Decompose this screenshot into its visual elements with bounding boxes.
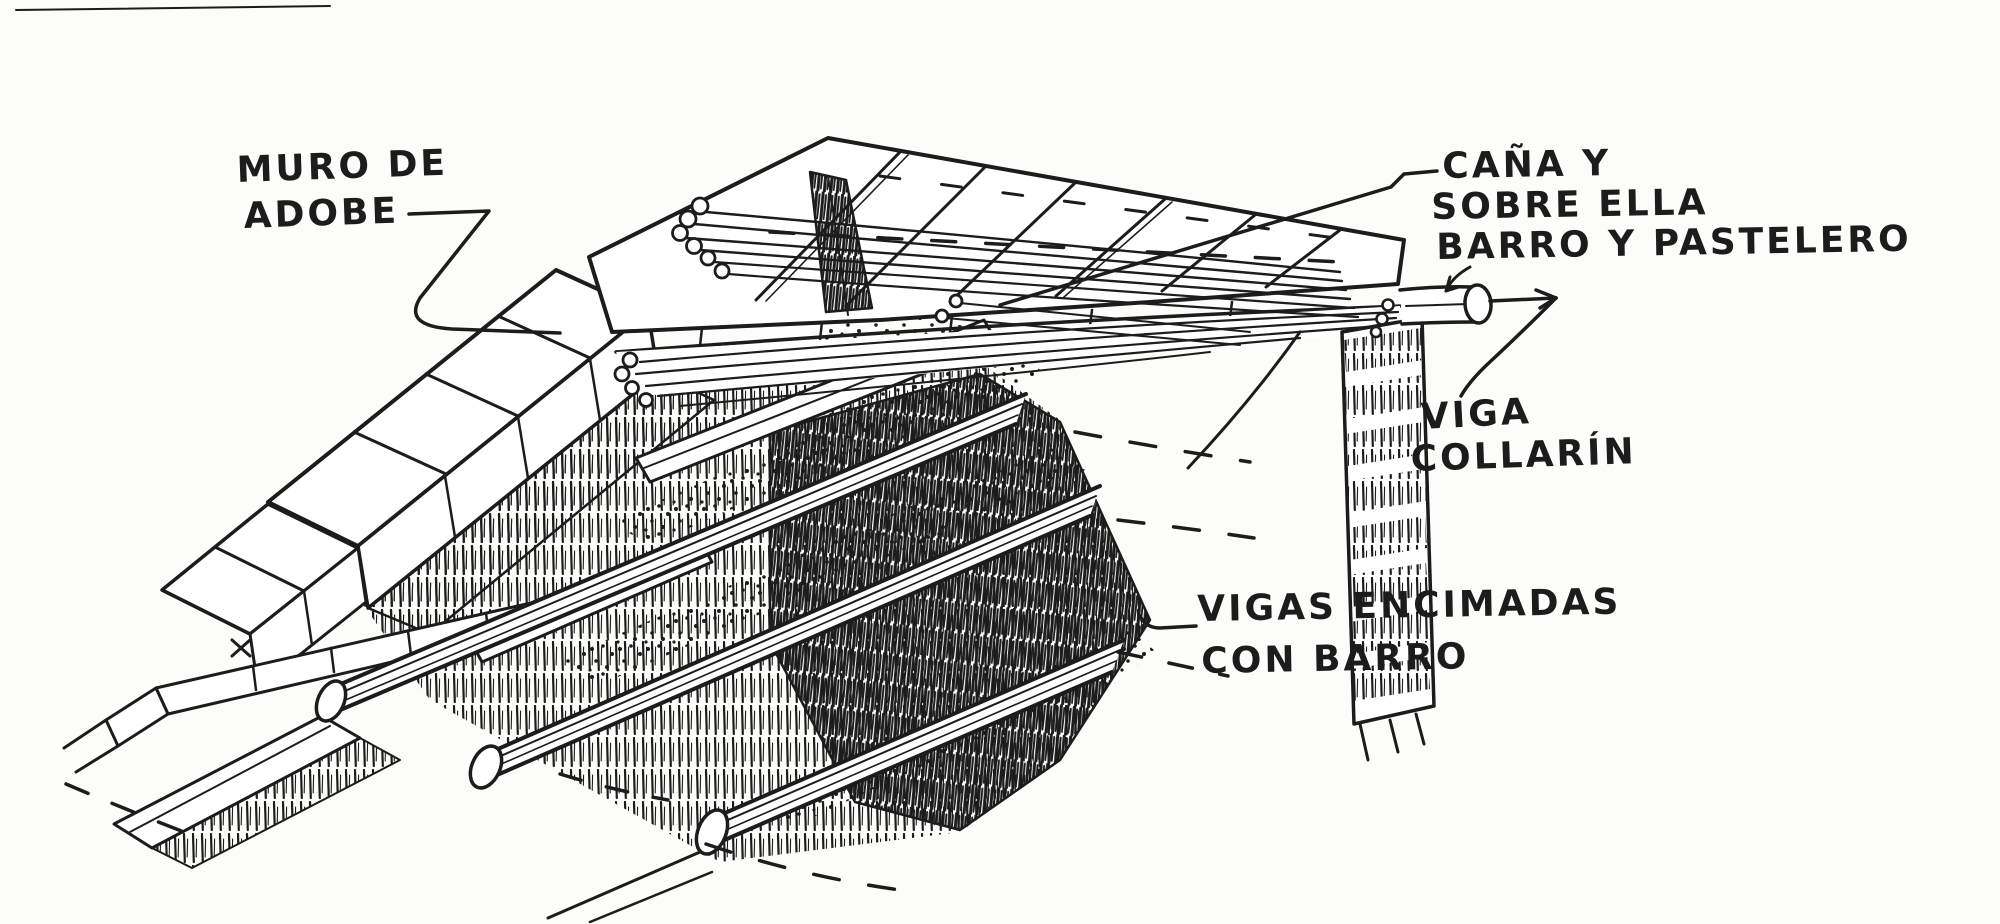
log-beam-3	[546, 638, 1126, 924]
leader-vigas-encimadas	[1138, 614, 1198, 630]
paper-edge-marks	[15, 5, 331, 11]
reed-droop-curve	[1186, 330, 1302, 470]
label-vigas-encimadas-line2: CON BARRO	[1201, 636, 1470, 682]
log-end-face	[468, 744, 504, 790]
log-beam-1	[314, 392, 1028, 723]
label-vigas-encimadas-line1: VIGAS ENCIMADAS	[1197, 581, 1622, 630]
label-cana-line3: BARRO Y PASTELERO	[1436, 218, 1913, 268]
log-beam-2	[468, 484, 1102, 790]
leader-cana	[998, 169, 1439, 307]
label-muro-de-adobe-line1: MURO DE	[236, 142, 449, 191]
roof-deck	[587, 136, 1406, 354]
roof-top-face	[587, 136, 1406, 334]
log-end-face	[314, 679, 348, 723]
dashed-continuation-lines	[64, 430, 1256, 892]
log-end-face	[694, 808, 730, 856]
reed-end-circles	[613, 351, 654, 408]
label-viga-collarin-line2: COLLARÍN	[1410, 431, 1638, 480]
leader-lines	[407, 169, 1558, 630]
cana-reed-bundle	[671, 196, 1360, 470]
reed-end-circles	[671, 196, 964, 324]
x-mark	[230, 638, 252, 658]
wall-lower-hatch	[151, 737, 401, 869]
label-cana-line2: SOBRE ELLA	[1431, 182, 1709, 228]
dark-post	[808, 170, 874, 316]
leader-muro-de-adobe	[407, 209, 562, 335]
label-muro-de-adobe-line2: ADOBE	[243, 190, 400, 237]
pastelero-dashes	[768, 174, 1352, 264]
label-viga-collarin-line1: VIGA	[1420, 391, 1533, 438]
adobe-block-column	[1340, 298, 1436, 762]
column-reed-circles	[1369, 298, 1395, 339]
adobe-wall	[62, 268, 716, 869]
collar-beam	[1398, 283, 1493, 326]
roof-seams	[754, 150, 1342, 308]
leader-viga-collarin	[1444, 265, 1558, 398]
label-cana-line1: CAÑA Y	[1442, 143, 1612, 187]
collar-beam-end-face	[1463, 283, 1493, 325]
wall-base-tail	[104, 686, 170, 748]
